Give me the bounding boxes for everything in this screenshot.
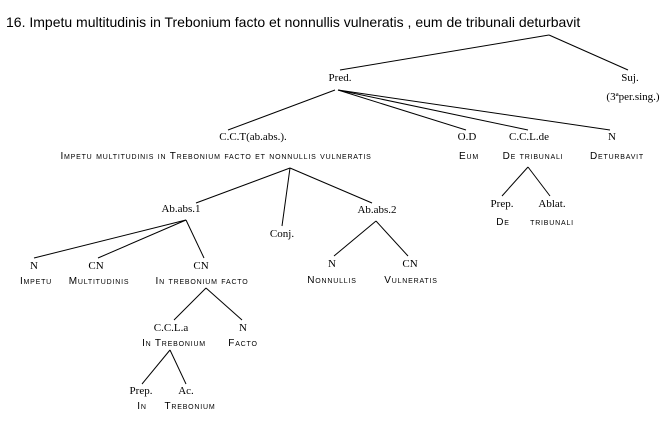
edge-cct-to-ababs1 <box>195 167 291 204</box>
edge-pred-to-nverb <box>337 89 611 131</box>
edge-root-to-pred <box>339 34 550 71</box>
edge-root-to-suj <box>548 34 629 71</box>
node-cn-mult-text: Multitudinis <box>68 276 130 287</box>
node-cct-text: Impetu multitudinis in Trebonium facto e… <box>60 151 372 162</box>
node-cct: C.C.T(ab.abs.). <box>219 131 287 143</box>
node-cn-vuln-text: Vulneratis <box>384 275 438 286</box>
node-ababs2: Ab.abs.2 <box>357 204 397 216</box>
edge-ccla-to-prep <box>141 349 171 385</box>
node-ac-text: Trebonium <box>164 401 216 412</box>
node-n-verb: N <box>608 131 616 143</box>
edge-ababs1-to-cn2 <box>185 219 205 259</box>
edge-ccl-to-ablat <box>527 166 551 197</box>
edge-cn2-to-facto <box>205 287 243 321</box>
edge-ababs1-to-n <box>33 219 187 259</box>
node-n-impetu: N <box>30 260 38 272</box>
node-n-impetu-text: Impetu <box>19 276 53 287</box>
node-cn-mult: CN <box>88 260 104 272</box>
node-ababs1: Ab.abs.1 <box>161 203 201 215</box>
edge-pred-to-cct <box>227 89 336 131</box>
node-n-facto: N <box>239 322 247 334</box>
node-ablat: Ablat. <box>538 198 566 210</box>
node-prep-in: Prep. <box>129 385 153 397</box>
node-pred: Pred. <box>328 72 352 84</box>
node-conj: Conj. <box>269 228 295 240</box>
node-prep-de-text: De <box>496 217 510 228</box>
edge-ccl-to-prep <box>501 166 529 197</box>
edge-cct-to-conj <box>281 167 291 227</box>
edge-ababs1-to-cn1 <box>97 219 187 259</box>
edge-ababs2-to-n <box>333 220 377 257</box>
edge-pred-to-ccl <box>337 89 529 131</box>
node-od-text: Eum <box>459 151 479 162</box>
node-prep-in-text: In <box>137 401 147 412</box>
node-n-nonn-text: Nonnullis <box>307 275 357 286</box>
node-suj-note: (3ªper.sing.) <box>606 91 660 103</box>
node-ccla: C.C.L.a <box>153 322 189 334</box>
node-ablat-text: tribunali <box>530 217 574 228</box>
edge-ababs2-to-cn <box>375 220 409 257</box>
node-cn-treb: CN <box>193 260 209 272</box>
node-cn-vuln: CN <box>402 258 418 270</box>
node-ac: Ac. <box>178 385 194 397</box>
node-n-verb-text: Deturbavit <box>590 151 644 162</box>
node-od: O.D <box>457 131 477 143</box>
node-ccla-text: In Trebonium <box>142 338 206 349</box>
edge-cn2-to-ccla <box>173 287 207 321</box>
node-prep-de: Prep. <box>490 198 514 210</box>
node-suj: Suj. <box>621 72 639 84</box>
edge-pred-to-od <box>337 89 467 131</box>
sentence-title: 16. Impetu multitudinis in Trebonium fac… <box>6 14 581 30</box>
node-cn-treb-text: In trebonium facto <box>155 276 249 287</box>
edge-cct-to-ababs2 <box>289 167 373 204</box>
node-ccl: C.C.L.de <box>508 131 550 143</box>
node-n-facto-text: Facto <box>228 338 258 349</box>
node-ccl-text: De tribunali <box>502 151 564 162</box>
edge-ccla-to-ac <box>169 349 187 385</box>
node-n-nonn: N <box>328 258 336 270</box>
